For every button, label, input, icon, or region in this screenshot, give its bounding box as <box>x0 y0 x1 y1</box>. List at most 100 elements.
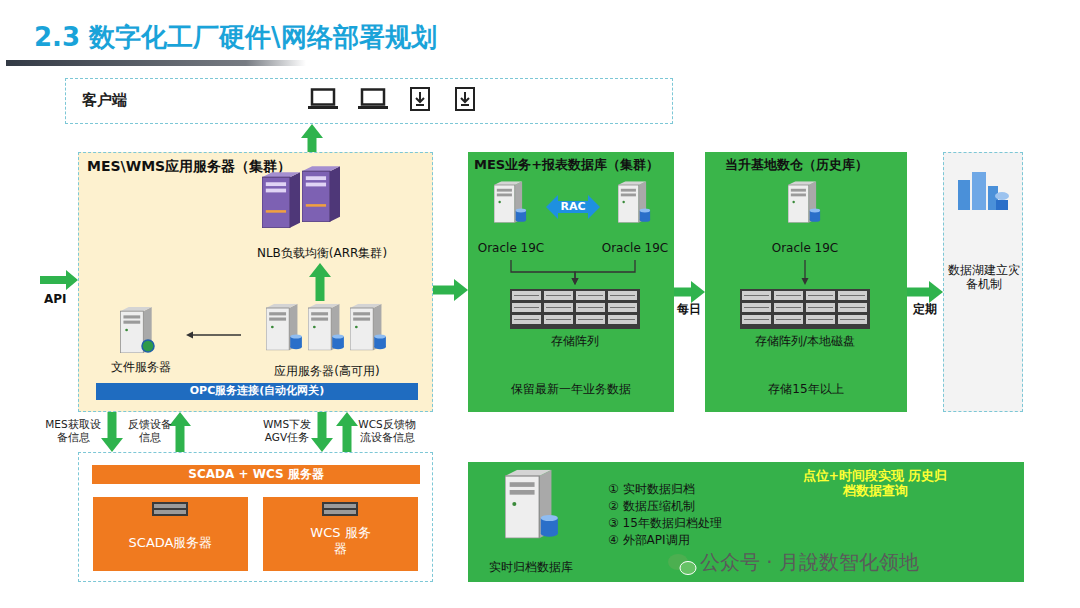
db-server-icon <box>308 304 344 350</box>
connector <box>802 260 809 285</box>
bubble <box>680 562 696 575</box>
arrow-head <box>454 279 468 301</box>
node-box: SCADA + WCS 服务器SCADA服务器WCS 服务器 <box>78 452 433 582</box>
node-box: 文件服务器 <box>96 306 186 378</box>
input-arrow <box>40 270 78 290</box>
node-text: SCADA + WCS 服务器 <box>92 465 420 484</box>
db-server-icon <box>788 181 820 223</box>
edge-label: WCS反馈物流设备信息 <box>354 418 420 443</box>
building <box>958 180 970 210</box>
node-text: Oracle 19C <box>476 241 546 255</box>
bubble <box>668 554 688 570</box>
node-box: 存储阵列 <box>505 285 645 351</box>
cloud <box>995 192 1009 200</box>
node-text: ① 实时数据归档 <box>608 482 695 496</box>
data-lake-icon <box>958 172 1009 210</box>
arrow-head <box>802 278 809 285</box>
title-underline <box>6 60 306 66</box>
building <box>988 186 998 210</box>
node-text: ④ 外部API调用 <box>608 533 690 547</box>
edge-label: 定期 <box>907 302 943 316</box>
server-icon <box>302 166 340 222</box>
building <box>972 172 986 210</box>
connector-line <box>176 425 185 452</box>
node-box: 存储阵列/本地磁盘 <box>735 285 875 351</box>
connector-line <box>674 288 692 297</box>
node-text: SCADA服务器 <box>93 535 248 551</box>
wechat-icon <box>668 554 696 575</box>
node-text: 数据湖建立灾备机制 <box>948 263 1020 292</box>
node-text: Oracle 19C <box>600 241 670 255</box>
edge-label: MES获取设备信息 <box>40 418 106 443</box>
connector-line <box>557 201 589 213</box>
arrow-head <box>311 438 333 452</box>
node-box: NLB负载均衡(ARR集群) <box>237 169 407 263</box>
arrow-head <box>691 281 705 303</box>
connector <box>301 124 323 152</box>
arrow-head <box>336 412 358 426</box>
server-icon <box>262 172 300 228</box>
edge-label: 反馈设备信息 <box>124 418 176 443</box>
db-server-icon <box>505 470 558 538</box>
storage-array-icon <box>740 289 870 329</box>
connector <box>546 195 600 219</box>
rack-icon <box>322 502 358 516</box>
arrow-head <box>572 278 579 285</box>
connector <box>186 332 241 339</box>
arrow-head <box>572 278 579 285</box>
node-box: Oracle 19C <box>476 175 546 260</box>
node-text: 存储阵列 <box>505 334 645 348</box>
node-text: ② 数据压缩机制 <box>608 499 695 513</box>
node-text: 实时归档数据库 <box>476 560 586 574</box>
laptop-icon <box>308 90 338 110</box>
connector-line <box>907 288 930 297</box>
globe-icon <box>142 340 154 352</box>
node-text: 保留最新一年业务数据 <box>468 382 674 396</box>
connector-line <box>511 260 575 279</box>
db-server-icon <box>266 304 302 350</box>
connector <box>572 260 636 285</box>
node-box: 当升基地数仓（历史库） 存储15年以上 Oracle 19C 存储阵列/本地磁盘 <box>705 152 907 412</box>
connector-line <box>804 260 805 279</box>
connector-line <box>316 276 325 301</box>
node-box: SCADA服务器 <box>93 497 248 571</box>
node-box: 应用服务器(高可用) <box>241 301 413 381</box>
arrow-head <box>929 281 943 303</box>
arrow-head <box>588 195 600 219</box>
connector <box>674 281 705 303</box>
rack-icon <box>152 502 188 516</box>
storage-array-icon <box>510 289 640 329</box>
node-text: 当升基地数仓（历史库） <box>725 157 905 173</box>
node-text: Oracle 19C <box>770 241 840 255</box>
node-text: NLB负载均衡(ARR集群) <box>237 246 407 260</box>
node-box: Oracle 19C <box>770 175 840 260</box>
server-icon <box>120 307 151 353</box>
arrow-head <box>546 195 558 219</box>
node-box: MES\WMS应用服务器（集群）NLB负载均衡(ARR集群)文件服务器应用服务器… <box>78 152 433 412</box>
node-text: MES业务+报表数据库（集群） <box>474 157 670 173</box>
device-icon <box>456 88 474 110</box>
edge-label: 每日 <box>672 302 706 316</box>
node-text: ③ 15年数据归档处理 <box>608 516 722 530</box>
node-box: OPC服务连接(自动化网关) <box>96 383 418 400</box>
connector <box>511 260 579 285</box>
arrow-head <box>101 438 123 452</box>
node-text: 存储15年以上 <box>705 382 907 396</box>
db-server-icon <box>494 181 526 223</box>
connector <box>101 412 123 452</box>
arrow-head <box>301 124 323 138</box>
db-server-icon <box>618 181 650 223</box>
arrow-head <box>186 332 193 339</box>
connector-line <box>192 334 241 335</box>
connector <box>433 279 468 301</box>
connector-line <box>108 412 117 439</box>
node-text: OPC服务连接(自动化网关) <box>96 384 418 397</box>
node-box: 实时归档数据库 ① 实时数据归档 ② 数据压缩机制 ③ 15年数据归档处理 ④ 外部AP… <box>468 462 1024 582</box>
title: 2.3 数字化工厂硬件\网络部署规划 <box>34 20 437 55</box>
connector-line <box>343 425 352 452</box>
node-text: 应用服务器(高可用) <box>241 364 413 378</box>
node-text: 点位+时间段实现 历史归档数据查询 <box>800 468 950 498</box>
connector <box>336 412 358 452</box>
text-label: API <box>44 292 67 306</box>
